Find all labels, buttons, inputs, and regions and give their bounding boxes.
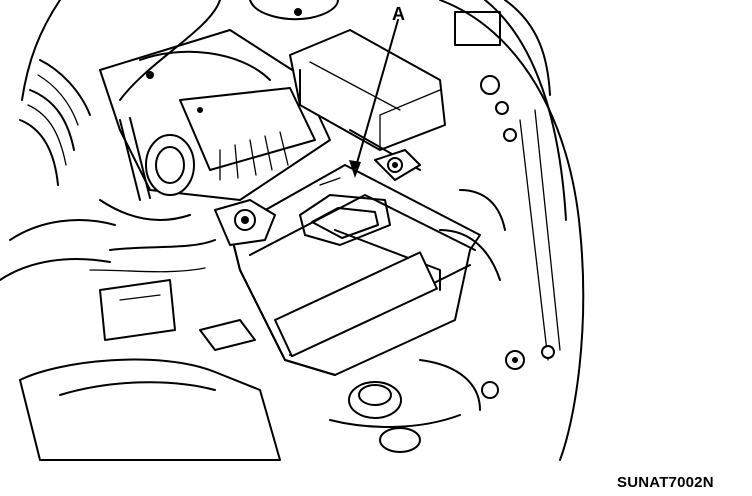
body-contours [21, 0, 585, 461]
air-cleaner [19, 279, 281, 461]
wiring-harness [89, 189, 506, 281]
figure-code: SUNAT7002N [617, 474, 714, 491]
throttle-body [119, 117, 195, 201]
radiator-cap [329, 359, 499, 453]
battery [229, 164, 481, 376]
intake-hose [0, 59, 116, 281]
callout-label-a: A [392, 4, 405, 24]
fender-mounts [454, 11, 555, 370]
battery-terminals [214, 149, 421, 246]
fuse-box [289, 29, 446, 171]
callout-leader [349, 19, 399, 178]
strut-tower [249, 0, 339, 21]
